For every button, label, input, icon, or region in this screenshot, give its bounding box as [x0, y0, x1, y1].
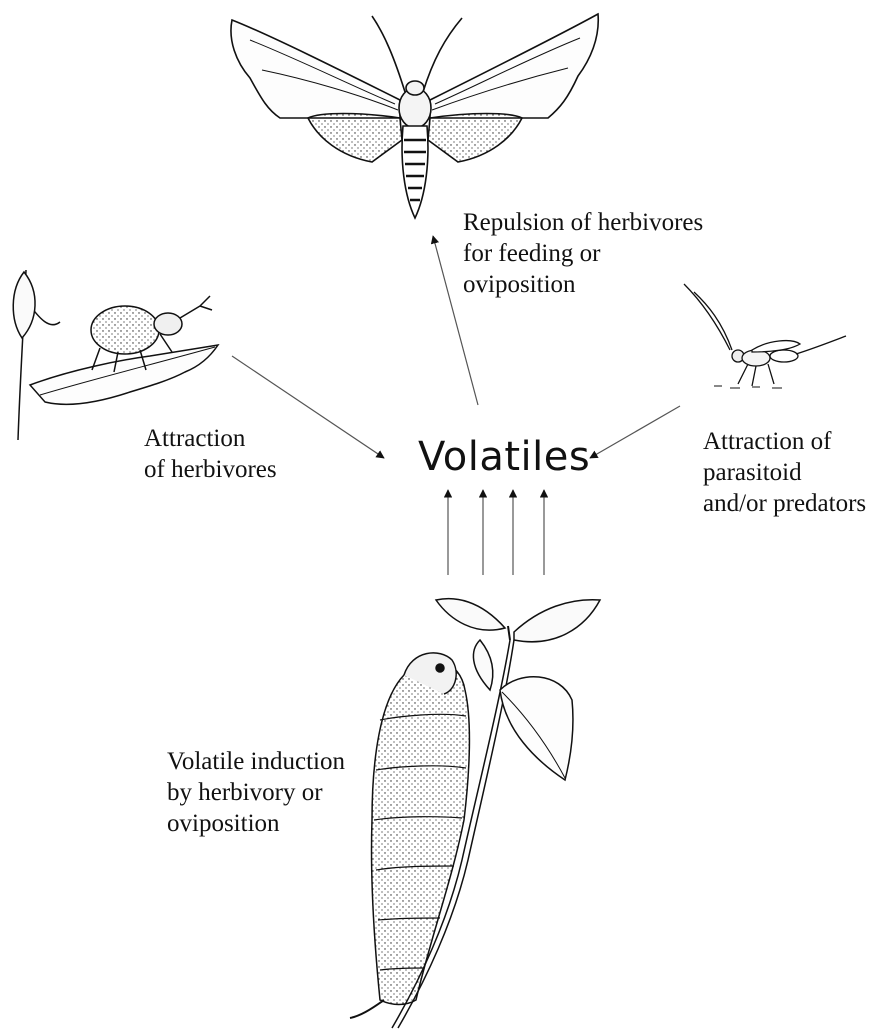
caterpillar-on-plant-icon	[350, 599, 600, 1028]
repulsion-label: Repulsion of herbivores for feeding or o…	[463, 207, 703, 300]
volatiles-label: Volatiles	[418, 434, 590, 480]
attraction-herbivores-label: Attraction of herbivores	[144, 423, 277, 485]
induction-label: Volatile induction by herbivory or ovipo…	[167, 746, 345, 839]
attraction-parasitoid-label: Attraction of parasitoid and/or predator…	[703, 426, 866, 519]
arrow-from-wasp	[590, 406, 680, 458]
weevil-on-leaf-icon	[13, 270, 218, 440]
hawk-moth-icon	[231, 14, 598, 218]
parasitoid-wasp-icon	[684, 284, 846, 388]
